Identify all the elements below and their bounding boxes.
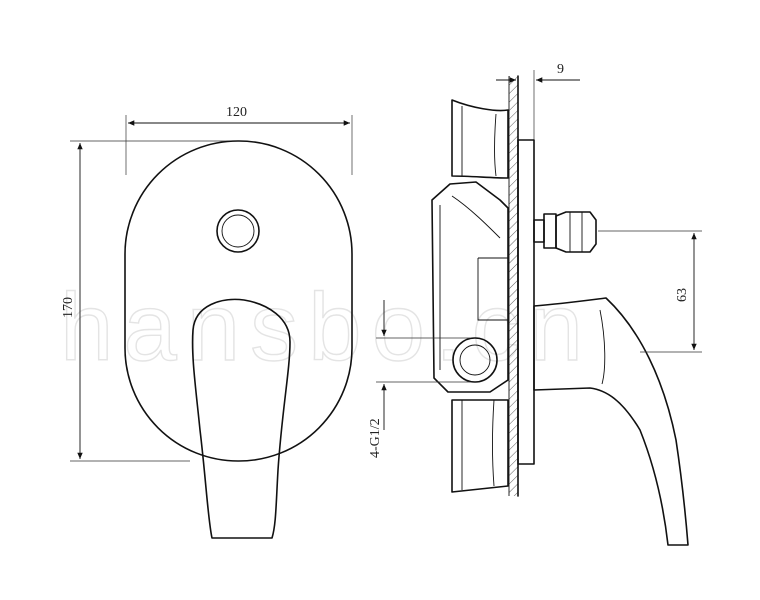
- wall-thickness-label: 9: [557, 62, 564, 77]
- lever-side: [533, 297, 689, 546]
- height-label: 170: [61, 297, 76, 318]
- lower-pipe: [451, 399, 509, 493]
- upper-pipe: [451, 99, 509, 179]
- diverter-stem: [533, 219, 545, 243]
- wall-section: [509, 76, 518, 496]
- diverter-knob-inner: [221, 214, 255, 248]
- height-dimension: 170: [61, 140, 232, 462]
- valve-body: [431, 181, 509, 393]
- offset-label: 63: [675, 288, 690, 302]
- offset-dimension: 63: [598, 230, 702, 353]
- thread-dimension: 4-G1/2: [368, 300, 470, 458]
- diverter-knob: [216, 209, 260, 253]
- width-dimension: 120: [125, 105, 353, 175]
- thread-label: 4-G1/2: [368, 418, 383, 458]
- diverter-knob-side: [555, 211, 597, 253]
- front-view: 120 170: [61, 105, 353, 539]
- thread-port: [452, 337, 498, 383]
- cover-plate: [124, 140, 353, 462]
- lever-handle: [191, 298, 291, 539]
- side-view: 9 63: [368, 62, 702, 546]
- trim-plate-side: [517, 139, 535, 465]
- wall-dimension: 9: [496, 62, 580, 150]
- width-label: 120: [226, 105, 247, 120]
